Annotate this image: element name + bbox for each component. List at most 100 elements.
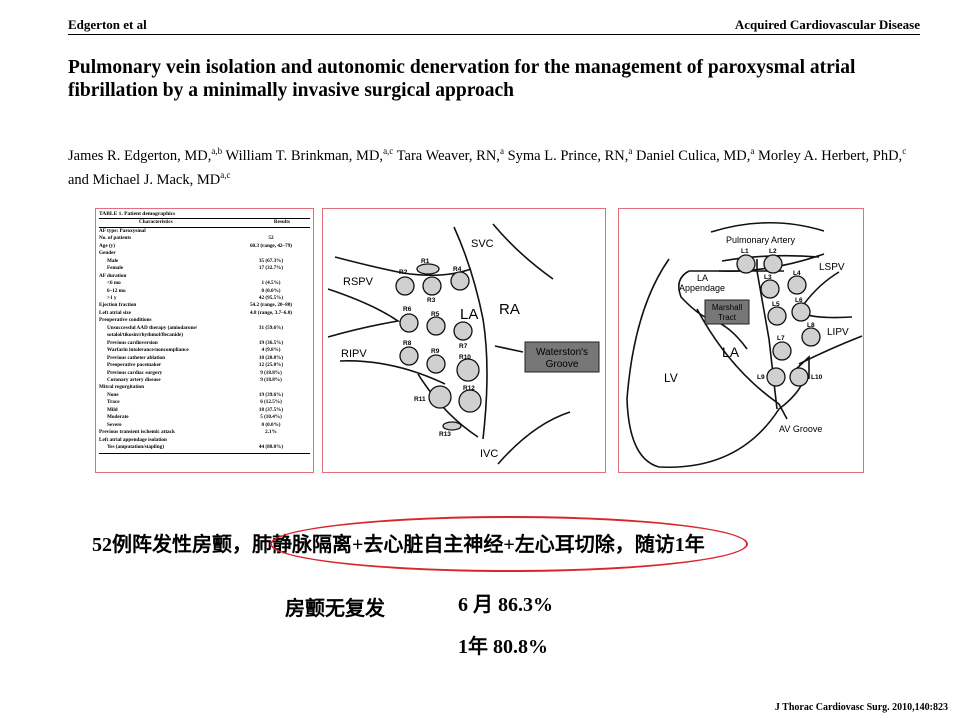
table-row: Mild 18 (37.5%) bbox=[99, 407, 310, 414]
ganglion-plexus-marker bbox=[395, 276, 415, 296]
table-row: AF duration bbox=[99, 273, 310, 280]
author: Syma L. Prince, RN, bbox=[503, 147, 629, 164]
row-label: Previous catheter ablation bbox=[107, 354, 166, 361]
row-label: None bbox=[107, 391, 119, 398]
groove-label-line1: Waterston's bbox=[536, 347, 588, 358]
row-value: 42 (95.5%) bbox=[258, 294, 284, 301]
author: and Michael J. Mack, MD bbox=[68, 171, 221, 188]
row-label: Mild bbox=[107, 406, 118, 413]
ganglion-plexus-marker bbox=[787, 275, 807, 295]
row-value bbox=[232, 332, 310, 339]
table-row: Unsuccessful AAD therapy (amiodarone/31 … bbox=[99, 325, 310, 332]
ganglion-label: R1 bbox=[421, 258, 430, 265]
row-label: Ejection fraction bbox=[99, 302, 137, 309]
ganglion-label: R7 bbox=[459, 343, 468, 350]
table-row: Previous catheter ablation 10 (20.8%) bbox=[99, 355, 310, 362]
paper-title: Pulmonary vein isolation and autonomic d… bbox=[68, 57, 856, 101]
la-label: LA bbox=[460, 306, 478, 323]
ganglion-plexus-marker bbox=[426, 316, 446, 336]
highlight-ellipse bbox=[270, 516, 748, 572]
ganglion-plexus-marker bbox=[772, 341, 792, 361]
author-list: James R. Edgerton, MD,a,b William T. Bri… bbox=[68, 142, 918, 190]
row-label: Age (y) bbox=[99, 242, 115, 249]
row-label: Preoperative conditions bbox=[99, 317, 152, 324]
ganglion-label: L8 bbox=[807, 322, 815, 329]
row-label: Preoperative pacemaker bbox=[107, 362, 162, 369]
table-row: Gender bbox=[99, 250, 310, 257]
ganglion-plexus-marker bbox=[766, 367, 786, 387]
right-atrium-ganglia-diagram: SVC RSPV RIPV LA RA IVC Waterston's Groo… bbox=[322, 208, 606, 473]
row-value: 1 (4.5%) bbox=[261, 280, 281, 287]
row-label: Warfarin intolerance/noncompliance bbox=[107, 347, 189, 354]
author: James R. Edgerton, MD, bbox=[68, 147, 212, 164]
af-free-label: 房颤无复发 bbox=[285, 598, 385, 620]
row-label: Previous transient ischemic attack bbox=[99, 429, 175, 436]
ganglion-label: L2 bbox=[769, 248, 777, 255]
table-row: Previous transient ischemic attack 2.1% bbox=[99, 429, 310, 436]
marshall-tract-box bbox=[704, 299, 750, 325]
row-value: 0 (0.0%) bbox=[261, 287, 281, 294]
table-bottom-rule bbox=[99, 452, 310, 454]
row-value: 10 (20.8%) bbox=[258, 354, 284, 361]
row-value: 5 (10.4%) bbox=[260, 414, 282, 421]
row-value: 31 (59.6%) bbox=[258, 324, 284, 331]
row-label: Mitral regurgitation bbox=[99, 384, 144, 391]
row-value: 54.2 (range, 20–80) bbox=[249, 302, 293, 309]
rspv-label: RSPV bbox=[343, 276, 374, 288]
author-affiliation: a bbox=[499, 146, 504, 156]
result-1-year: 1年 80.8% bbox=[458, 636, 548, 658]
marshall-label-line1: Marshall bbox=[712, 303, 742, 312]
table-caption: TABLE 1. Patient demographics bbox=[99, 211, 310, 220]
row-label: AF duration bbox=[99, 272, 127, 279]
row-value: 2.1% bbox=[265, 429, 277, 436]
ganglion-plexus-marker bbox=[801, 327, 821, 347]
row-value: 17 (32.7%) bbox=[258, 265, 284, 272]
row-value: 18 (37.5%) bbox=[258, 406, 284, 413]
svc-label: SVC bbox=[471, 238, 494, 250]
author: William T. Brinkman, MD, bbox=[222, 147, 384, 164]
ra-label: RA bbox=[499, 301, 520, 318]
ganglion-label: R12 bbox=[463, 385, 475, 392]
row-label: Trace bbox=[107, 399, 120, 406]
ganglion-label: R3 bbox=[427, 297, 436, 304]
row-label: >1 y bbox=[107, 294, 117, 301]
ganglion-plexus-marker bbox=[450, 271, 470, 291]
ganglion-plexus-marker bbox=[760, 279, 780, 299]
author-affiliation: c bbox=[902, 146, 907, 156]
author: Tara Weaver, RN, bbox=[393, 147, 500, 164]
table-row: Preoperative conditions bbox=[99, 317, 310, 324]
ganglion-label: L5 bbox=[772, 301, 780, 308]
lspv-label: LSPV bbox=[819, 262, 845, 273]
ganglion-plexus-marker bbox=[456, 358, 480, 382]
ganglion-plexus-marker bbox=[789, 367, 809, 387]
ganglion-label: L10 bbox=[811, 374, 823, 381]
row-value: 60.3 (range, 42–79) bbox=[249, 242, 293, 249]
table-row: Mitral regurgitation bbox=[99, 384, 310, 391]
ganglion-plexus-marker bbox=[767, 306, 787, 326]
row-label: Previous cardioversion bbox=[107, 339, 158, 346]
table-header: Characteristics Results bbox=[99, 219, 310, 228]
ganglion-plexus-marker bbox=[426, 354, 446, 374]
journal-header-author: Edgerton et al bbox=[68, 17, 147, 32]
ganglion-label: R13 bbox=[439, 431, 451, 438]
ivc-label: IVC bbox=[480, 448, 498, 460]
patient-demographics-table: TABLE 1. Patient demographics Characteri… bbox=[95, 208, 314, 473]
table-row: AF type: Paroxysmal bbox=[99, 228, 310, 235]
ganglion-plexus-marker bbox=[399, 313, 419, 333]
journal-header-section: Acquired Cardiovascular Disease bbox=[734, 17, 920, 32]
row-label: Previous cardiac surgery bbox=[107, 369, 163, 376]
row-value: 35 (67.3%) bbox=[258, 257, 284, 264]
ganglion-label: R9 bbox=[431, 348, 440, 355]
lv-label: LV bbox=[664, 371, 678, 385]
